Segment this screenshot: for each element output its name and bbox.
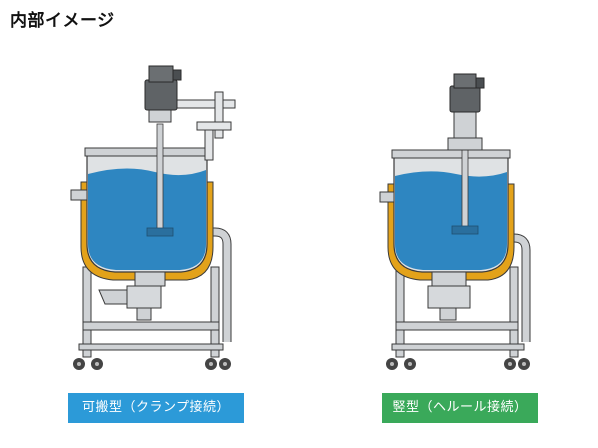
- page-title: 内部イメージ: [10, 11, 115, 31]
- vertical-tank-illustration: [378, 52, 578, 382]
- portable-tank-illustration: [65, 52, 265, 382]
- portable-clamp-label: 可搬型（クランプ接続）: [68, 393, 244, 423]
- vertical-ferrule-label: 竪型（ヘルール接続）: [382, 393, 538, 423]
